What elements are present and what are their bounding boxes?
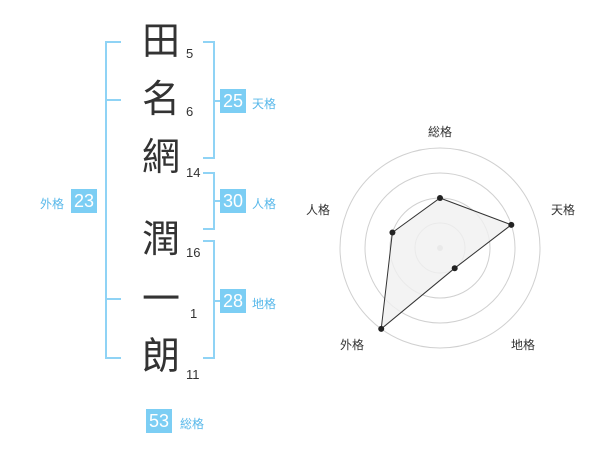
chikaku-value: 28 [220, 289, 247, 313]
soukaku-label: 総格 [180, 417, 205, 431]
radar-axis-label-tenkaku: 天格 [551, 203, 576, 217]
radar-grid-ring [339, 147, 541, 349]
radar-point-1 [437, 195, 443, 201]
jinkaku-value: 30 [220, 189, 247, 213]
stroke-count-6: 11 [186, 367, 200, 382]
jinkaku-bracket-link [213, 200, 223, 202]
name-char-1: 田 [141, 19, 180, 63]
tenkaku-label: 天格 [252, 97, 277, 111]
jinkaku-label: 人格 [252, 197, 277, 211]
gaikaku-value: 23 [71, 189, 98, 213]
tenkaku-value: 25 [220, 89, 247, 113]
soukaku-value: 53 [146, 409, 173, 433]
radar-series-polygon [380, 197, 513, 331]
tenkaku-bracket-link [213, 100, 223, 102]
chikaku-bracket-link [213, 300, 223, 302]
radar-axis-label-chikaku: 地格 [511, 338, 536, 352]
name-char-3: 網 [141, 135, 180, 179]
stroke-count-5: 1 [190, 306, 198, 321]
stroke-count-3: 14 [186, 165, 201, 180]
stroke-count-2: 6 [186, 104, 194, 119]
radar-point-2 [508, 221, 515, 228]
chikaku-label: 地格 [252, 297, 277, 311]
gaikaku-bracket-top [105, 41, 121, 43]
chikaku-bracket-bottom [203, 357, 215, 359]
gaikaku-bracket-mid2 [105, 298, 121, 300]
tenkaku-bracket-bottom [203, 157, 215, 159]
jinkaku-bracket-top [203, 172, 215, 174]
radar-grid-ring [364, 172, 516, 324]
name-char-4: 潤 [141, 217, 180, 261]
name-char-5: 一 [141, 277, 180, 321]
chikaku-bracket-top [203, 240, 215, 242]
radar-axis-label-soukaku: 総格 [428, 125, 453, 139]
radar-point-4 [378, 325, 385, 332]
gaikaku-bracket-vertical [105, 41, 107, 359]
radar-point-5 [389, 229, 396, 236]
gaikaku-bracket-mid1 [105, 99, 121, 101]
radar-point-3 [451, 265, 458, 272]
tenkaku-bracket-top [203, 41, 215, 43]
stroke-count-4: 16 [186, 245, 201, 260]
gaikaku-bracket-bottom [105, 357, 121, 359]
chikaku-bracket-vertical [213, 240, 215, 359]
name-char-6: 朗 [141, 334, 180, 378]
stroke-count-1: 5 [186, 46, 194, 61]
jinkaku-bracket-bottom [203, 228, 215, 230]
name-char-2: 名 [141, 77, 180, 121]
radar-axis-label-gaikaku: 外格 [340, 338, 365, 352]
gaikaku-label: 外格 [40, 197, 65, 211]
radar-axis-label-jinkaku: 人格 [306, 203, 331, 217]
